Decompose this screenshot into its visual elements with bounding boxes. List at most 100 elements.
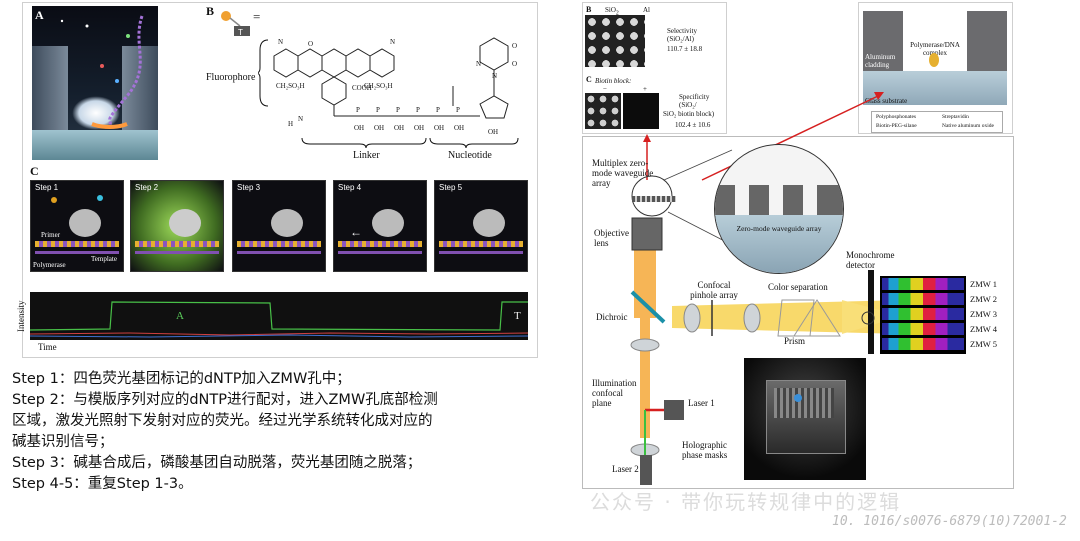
multiplex-label: Multiplex zero-mode waveguide array: [592, 158, 654, 188]
minus-label: −: [603, 85, 607, 93]
linker-bracket: [301, 137, 519, 149]
caption-step2a: Step 2：与模版序列对应的dNTP进行配对，进入ZMW孔底部检测: [12, 392, 438, 408]
specificity-value: 102.4 ± 10.6: [675, 121, 711, 129]
template-bar: [35, 251, 119, 254]
zmw-wall: [817, 185, 843, 215]
step-tile-5: Step 5: [434, 180, 528, 272]
sio2-label: SiO2: [605, 6, 619, 17]
zmw-well-right: [122, 46, 158, 130]
caption-step45: Step 4-5：重复Step 1-3。: [12, 476, 193, 492]
svg-text:O: O: [308, 40, 313, 48]
doi-label: 10. 1016/s0076-6879(10)72001-2: [832, 514, 1067, 529]
svg-text:N: N: [476, 60, 481, 68]
trace-peak-t: T: [514, 310, 521, 322]
svg-text:CH₂SO₃H: CH₂SO₃H: [276, 82, 305, 90]
svg-text:COOH: COOH: [352, 84, 372, 92]
caption-step1: Step 1：四色荧光基团标记的dNTP加入ZMW孔中；: [12, 371, 351, 387]
step-4-title: Step 4: [338, 183, 362, 192]
prism-label: Prism: [784, 336, 806, 346]
legend-item: Polyphosphonates: [876, 114, 917, 120]
zmw-row-label-4: ZMW 4: [970, 324, 997, 334]
aluminum-right: [967, 11, 1007, 71]
svg-text:O: O: [512, 42, 517, 50]
zmw-magnified-circle: Zero-mode waveguide array: [714, 144, 844, 274]
fluorophore-bracket: [258, 39, 269, 107]
instrument-photo: [744, 358, 866, 480]
spectrum-panel: [880, 276, 966, 354]
specificity-image-plus: [623, 93, 659, 129]
color-sep-label: Color separation: [768, 282, 828, 292]
dichroic-label: Dichroic: [596, 312, 628, 322]
nucleotide-label: Nucleotide: [448, 150, 492, 161]
arrow-left-icon: ←: [350, 225, 362, 239]
specificity-ratio2: SiO₂ biotin block): [663, 110, 715, 118]
specificity-image-minus: [585, 93, 621, 129]
polymerase-blob: [372, 209, 404, 237]
svg-text:P: P: [456, 106, 460, 114]
panel-b-label: B: [206, 4, 215, 18]
spectrum-row: [882, 308, 964, 320]
panel-c-label: C: [30, 164, 39, 178]
selectivity-panel: B SiO2 Al Selectivity (SiO₂/Al) 110.7 ± …: [582, 2, 727, 134]
step-1-title: Step 1: [35, 183, 59, 192]
intensity-trace: A T: [30, 292, 528, 340]
dna-strand: [60, 15, 144, 129]
svg-text:H: H: [288, 120, 293, 128]
step-2-title: Step 2: [135, 183, 159, 192]
zmw-row-label-1: ZMW 1: [970, 279, 997, 289]
trace-y-label: Intensity: [16, 300, 26, 333]
spectrum-row: [882, 293, 964, 305]
svg-text:P: P: [376, 106, 380, 114]
zmw-row-label-3: ZMW 3: [970, 309, 997, 319]
trace-lines: [30, 301, 528, 338]
caption-step2b: 区域，激发光照射下发射对应的荧光。经过光学系统转化成对应的: [12, 413, 433, 429]
spectrum-row: [882, 323, 964, 335]
equals-sign: =: [253, 9, 261, 24]
polymerase-blob: [271, 209, 303, 237]
biotin-block-label: Biotin block:: [595, 77, 632, 85]
selectivity-ratio: (SiO₂/Al): [667, 35, 694, 43]
aluminum-left: [863, 11, 903, 71]
glass-base: [32, 130, 158, 160]
dna-bar: [439, 241, 523, 247]
zmw-chip: [632, 196, 676, 202]
svg-text:T: T: [238, 28, 243, 37]
instrument-panel: [774, 388, 834, 418]
objective-label: Objective lens: [594, 228, 629, 248]
selectivity-title: Selectivity: [667, 27, 697, 35]
zmw-glass: [715, 215, 843, 273]
fluorophore-label: Fluorophore: [206, 72, 256, 83]
caption-step3: Step 3：碱基合成后，磷酸基团自动脱落，荧光基团随之脱落；: [12, 455, 422, 471]
legend-item: Biotin-PEG-silane: [876, 123, 917, 129]
linker-label: Linker: [353, 150, 380, 161]
svg-text:P: P: [356, 106, 360, 114]
illumination-label: Illumination confocal plane: [592, 378, 637, 408]
optical-beams: [630, 92, 902, 485]
instrument-light-icon: [794, 394, 802, 402]
svg-text:P: P: [396, 106, 400, 114]
nucleotide-dot: [51, 197, 57, 203]
svg-text:N: N: [278, 38, 283, 46]
zmw-array-label: Zero-mode waveguide array: [736, 224, 822, 233]
right-c-label: C: [586, 75, 592, 84]
step-tile-3: Step 3: [232, 180, 326, 272]
confocal-pinhole-label: Confocal pinhole array: [690, 280, 738, 300]
dna-bar: [135, 241, 219, 247]
template-bar: [237, 251, 321, 254]
right-b-label: B: [586, 5, 592, 14]
caption-step2c: 碱基识别信号；: [12, 434, 114, 450]
svg-text:OH: OH: [354, 124, 364, 132]
step-tile-1: Step 1 Primer Polymerase Template: [30, 180, 124, 272]
specificity-ratio: (SiO₂/: [679, 101, 697, 109]
zmw-row-label-2: ZMW 2: [970, 294, 997, 304]
trace-peak-a: A: [176, 310, 184, 322]
selectivity-image: [585, 15, 645, 67]
zmw-wall: [715, 185, 735, 215]
template-bar: [135, 251, 219, 254]
laser2-label: Laser 2: [612, 464, 639, 474]
svg-text:OH: OH: [488, 128, 498, 136]
svg-text:OH: OH: [394, 124, 404, 132]
caption-block: Step 1：四色荧光基团标记的dNTP加入ZMW孔中； Step 2：与模版序…: [12, 369, 572, 495]
zmw-wall: [749, 185, 769, 215]
